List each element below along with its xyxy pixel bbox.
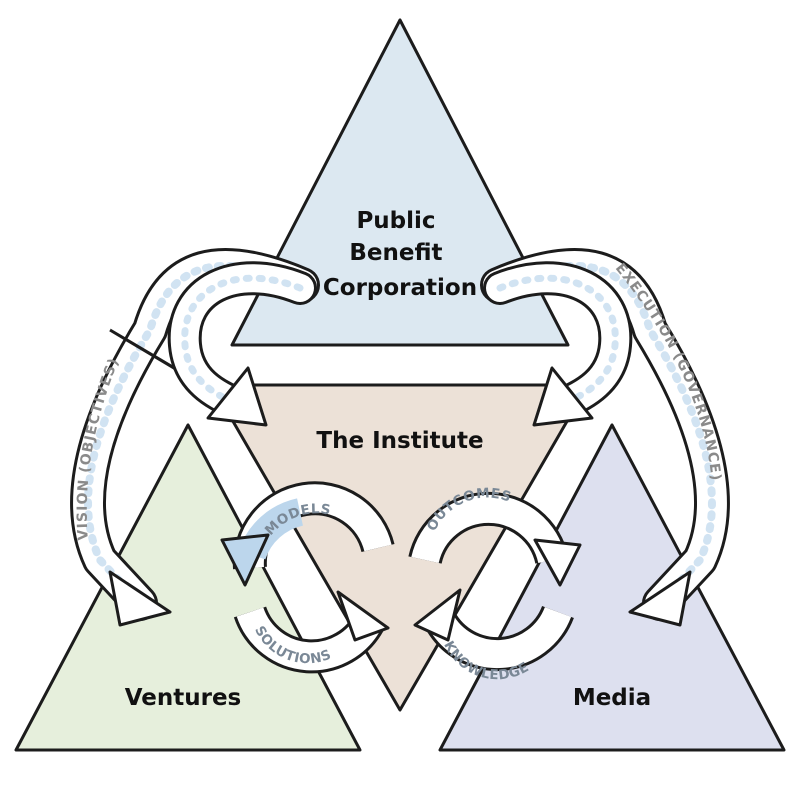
execution-inner-arrow [483, 261, 633, 427]
public-benefit-line-1: Public [356, 208, 435, 234]
knowledge-arrow-head [413, 588, 462, 642]
models-solutions-cycle: MODELS SOLUTIONS [220, 481, 395, 674]
ventures-label: Ventures [125, 685, 242, 711]
execution-inner-arrow-head [532, 366, 594, 427]
models-arrow-head [220, 533, 270, 587]
media-label: Media [573, 685, 651, 711]
institute-triangle [210, 383, 590, 712]
outcomes-knowledge-cycle: OUTCOMES KNOWLEDGE [408, 485, 582, 683]
solutions-arrow-head [336, 590, 390, 642]
public-benefit-triangle [230, 18, 570, 347]
vision-inner-arrow [167, 261, 317, 427]
institute-label: The Institute [316, 428, 483, 454]
public-benefit-label: Public Benefit Corporation [323, 208, 477, 301]
vision-arrow-head [108, 570, 172, 627]
outcomes-arrow-head [533, 538, 582, 587]
public-benefit-line-2: Benefit [349, 240, 442, 266]
execution-arrow-head [628, 570, 692, 627]
vision-inner-arrow-head [206, 366, 268, 427]
public-benefit-line-3: Corporation [323, 275, 477, 301]
